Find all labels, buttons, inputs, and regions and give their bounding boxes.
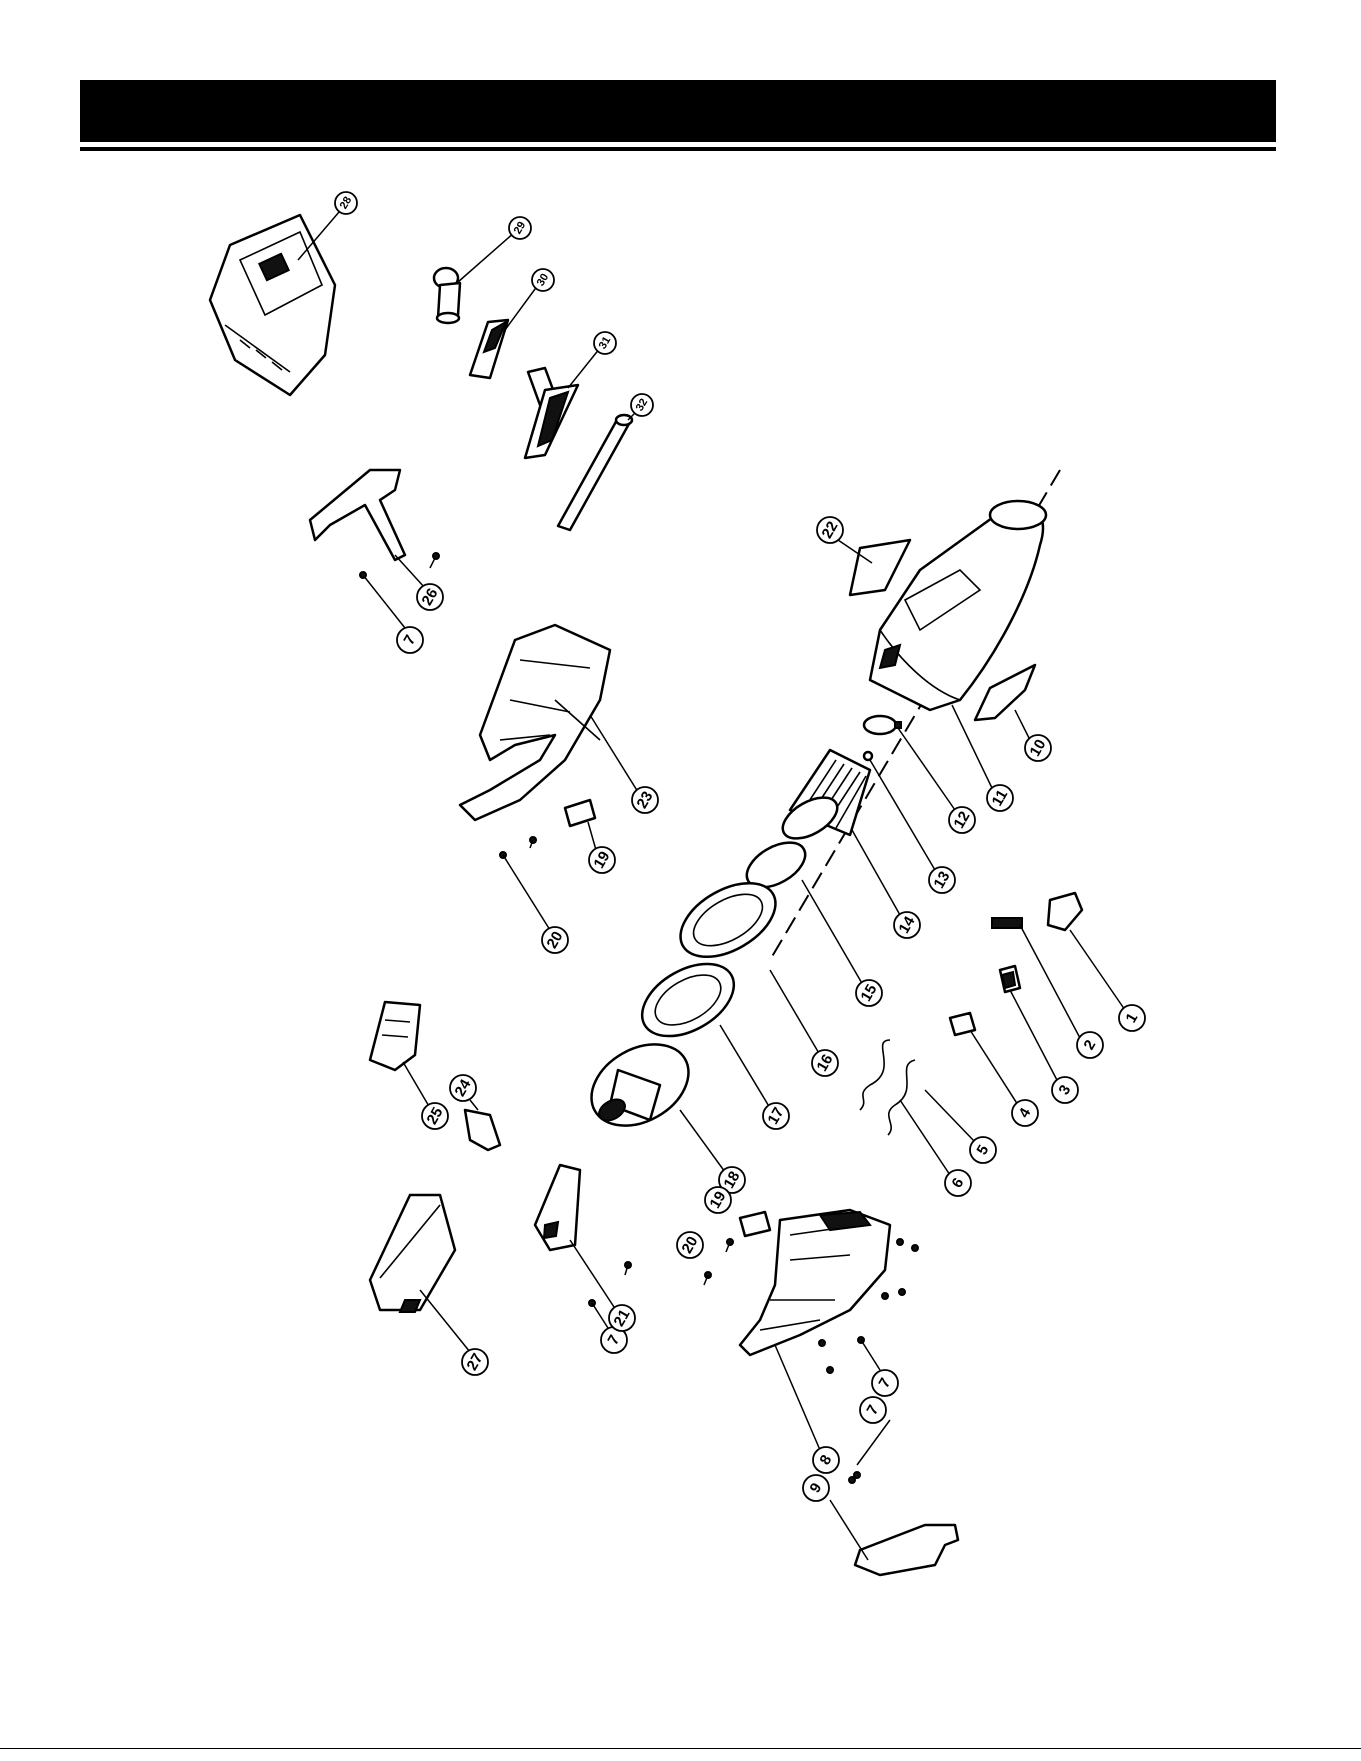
callout-15: 15 — [856, 980, 882, 1006]
callout-20-bottom: 20 — [677, 1232, 703, 1258]
callout-11: 11 — [987, 785, 1013, 811]
callout-12: 12 — [949, 807, 975, 833]
callout-6: 6 — [945, 1170, 971, 1196]
callout-10: 10 — [1025, 735, 1051, 761]
callout-29: 29 — [509, 217, 531, 239]
callout-25: 25 — [422, 1103, 448, 1129]
part-25 — [370, 1002, 430, 1108]
callout-24: 24 — [450, 1075, 476, 1101]
part-13 — [864, 752, 935, 870]
callout-31: 31 — [594, 332, 616, 354]
part-10 — [975, 665, 1035, 740]
part-14 — [776, 750, 900, 915]
callout-8: 8 — [813, 1447, 839, 1473]
callout-27: 27 — [462, 1349, 488, 1375]
callout-30: 30 — [532, 269, 554, 291]
part-4 — [950, 1013, 1018, 1105]
part-19-top — [565, 800, 596, 850]
callout-16: 16 — [812, 1050, 838, 1076]
callout-13: 13 — [929, 867, 955, 893]
part-27 — [370, 1195, 470, 1352]
part-12 — [864, 716, 955, 810]
callout-26: 26 — [417, 584, 443, 610]
callout-7-right-b: 7 — [860, 1397, 886, 1423]
callout-22: 22 — [817, 517, 843, 543]
callout-7-top: 7 — [397, 627, 423, 653]
callout-28: 28 — [335, 192, 357, 214]
callout-4: 4 — [1012, 1100, 1038, 1126]
callout-21: 21 — [609, 1305, 635, 1331]
part-3 — [1000, 966, 1058, 1082]
part-18 — [577, 1028, 725, 1172]
callout-17: 17 — [763, 1103, 789, 1129]
part-29 — [434, 232, 515, 323]
callouts: 1 2 3 4 5 6 7 7 7 7 8 9 10 11 12 13 14 1… — [335, 192, 1145, 1501]
callout-2: 2 — [1077, 1032, 1103, 1058]
part-charger — [210, 205, 345, 395]
footer-rule — [0, 1748, 1361, 1749]
part-23 — [460, 625, 638, 820]
part-24 — [465, 1100, 500, 1150]
part-32 — [558, 410, 638, 530]
part-21 — [535, 1165, 616, 1310]
callout-3: 3 — [1052, 1077, 1078, 1103]
part-22 — [838, 540, 910, 595]
screw-group-20-top — [500, 837, 550, 930]
callout-20-top: 20 — [542, 927, 568, 953]
part-30 — [470, 285, 538, 378]
part-26 — [310, 470, 425, 588]
part-1 — [1048, 893, 1125, 1010]
callout-9: 9 — [803, 1475, 829, 1501]
callout-14: 14 — [894, 912, 920, 938]
callout-7-right-a: 7 — [872, 1370, 898, 1396]
callout-19-top: 19 — [589, 847, 615, 873]
part-31 — [525, 348, 600, 458]
callout-1: 1 — [1119, 1005, 1145, 1031]
part-19-bottom — [704, 1212, 770, 1285]
part-9 — [830, 1500, 958, 1575]
part-wires — [860, 1040, 975, 1175]
callout-5: 5 — [970, 1137, 996, 1163]
callout-23: 23 — [632, 787, 658, 813]
callout-19-bottom: 19 — [705, 1187, 731, 1213]
callout-32: 32 — [631, 394, 653, 416]
